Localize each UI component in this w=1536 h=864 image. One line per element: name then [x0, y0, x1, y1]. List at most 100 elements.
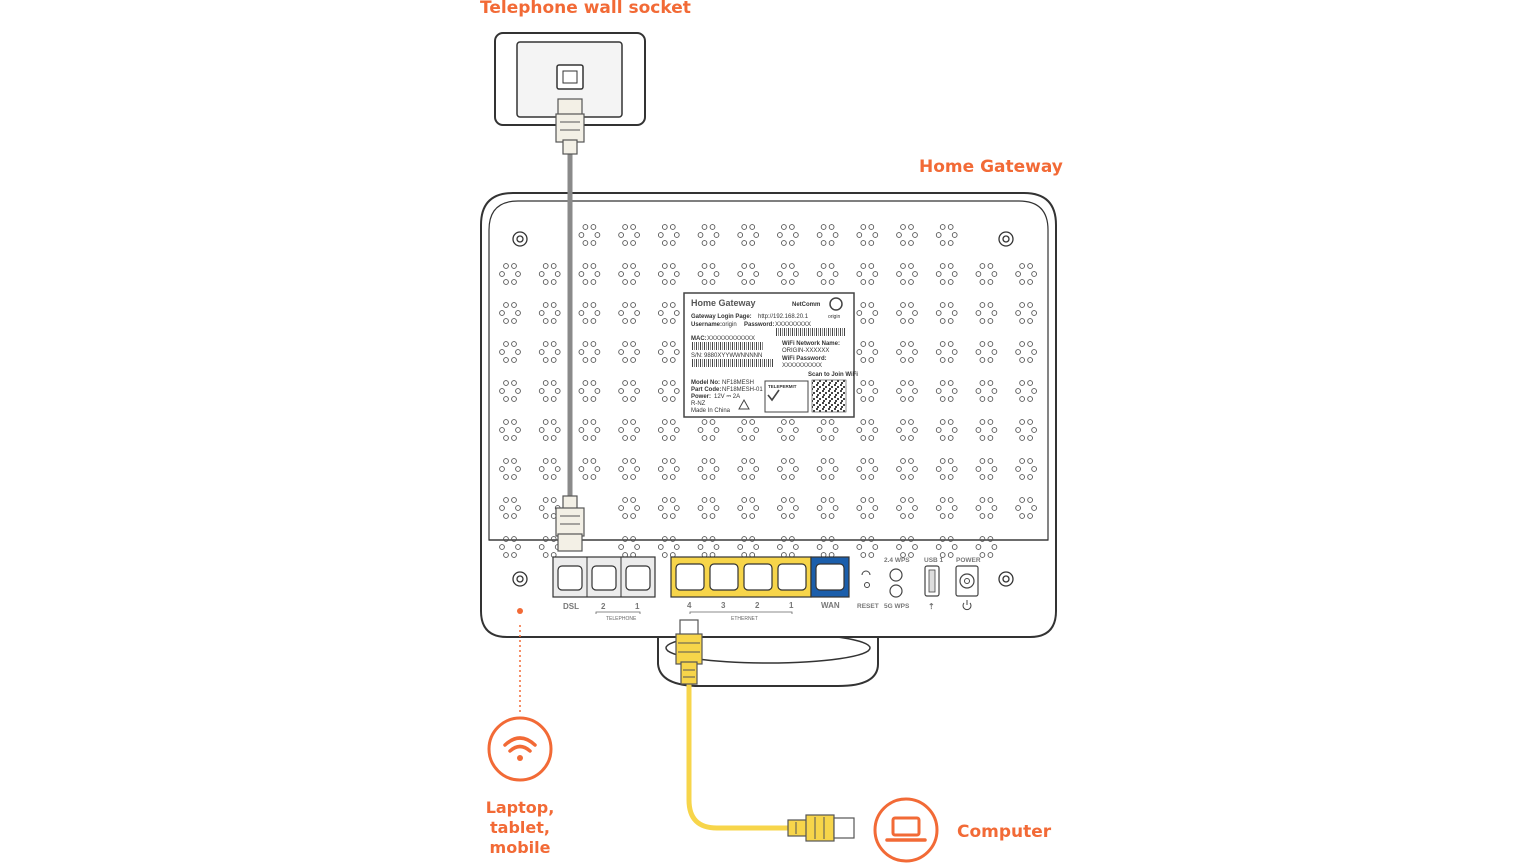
vent-hole	[511, 513, 517, 519]
vent-hole	[661, 497, 668, 503]
vent-hole	[511, 435, 517, 441]
vent-hole	[550, 302, 557, 308]
vent-hole	[697, 427, 704, 433]
vent-hole	[820, 263, 827, 269]
vent-hole	[709, 513, 716, 519]
vent-hole	[872, 349, 879, 355]
vent-hole	[554, 349, 561, 355]
vent-hole	[987, 318, 994, 324]
vent-hole	[622, 263, 628, 269]
vent-hole	[979, 435, 986, 441]
vent-hole	[793, 232, 799, 238]
vent-hole	[947, 263, 954, 269]
vent-hole	[828, 497, 835, 503]
vent-hole	[939, 474, 946, 480]
vent-hole	[542, 263, 549, 269]
vent-hole	[860, 474, 867, 480]
vent-hole	[550, 380, 557, 386]
vent-hole	[673, 427, 680, 433]
vent-hole	[622, 224, 628, 230]
vent-hole	[582, 318, 589, 324]
vent-hole	[868, 513, 875, 519]
vent-hole	[987, 435, 994, 441]
vent-hole	[749, 419, 756, 425]
vent-hole	[975, 427, 982, 433]
vent-hole	[868, 380, 875, 386]
svg-text:XXXXXXXXX: XXXXXXXXX	[775, 322, 811, 328]
vent-hole	[622, 513, 628, 519]
vent-hole	[1031, 310, 1037, 316]
vent-hole	[582, 458, 589, 464]
vent-hole	[538, 310, 545, 316]
vent-hole	[673, 271, 680, 277]
vent-hole	[701, 435, 708, 441]
vent-hole	[793, 466, 799, 472]
label-origin: origin	[828, 314, 840, 320]
vent-hole	[741, 536, 748, 542]
vent-hole	[1019, 318, 1025, 324]
vent-hole	[789, 263, 795, 269]
vent-hole	[630, 474, 636, 480]
vent-hole	[753, 232, 760, 238]
vent-hole	[578, 349, 585, 355]
svg-text:2: 2	[755, 601, 760, 610]
vent-hole	[538, 544, 545, 550]
vent-hole	[860, 497, 867, 503]
vent-hole	[542, 419, 549, 425]
vent-hole	[542, 497, 549, 503]
vent-hole	[661, 513, 668, 519]
ethernet-port-2	[743, 563, 773, 591]
vent-hole	[820, 458, 827, 464]
vent-hole	[542, 552, 549, 558]
vent-hole	[979, 552, 986, 558]
vent-hole	[538, 388, 545, 394]
vent-hole	[503, 458, 509, 464]
vent-hole	[781, 224, 787, 230]
vent-hole	[503, 536, 509, 542]
vent-hole	[900, 302, 906, 308]
vent-hole	[793, 505, 799, 511]
vent-hole	[590, 396, 597, 402]
dsl-port	[557, 565, 583, 591]
vent-hole	[872, 232, 879, 238]
vent-hole	[820, 224, 827, 230]
vent-hole	[908, 458, 914, 464]
vent-hole	[661, 357, 668, 363]
svg-text:9880XYYWWNNNNN: 9880XYYWWNNNNN	[704, 353, 762, 359]
svg-text:NF18MESH: NF18MESH	[722, 380, 754, 386]
telepermit-box	[764, 380, 809, 413]
vent-hole	[582, 396, 589, 402]
vent-hole	[896, 310, 902, 316]
vent-hole	[777, 232, 783, 238]
vent-hole	[868, 552, 875, 558]
vent-hole	[657, 505, 664, 511]
vent-hole	[594, 271, 601, 277]
vent-hole	[590, 263, 597, 269]
vent-hole	[542, 357, 549, 363]
vent-hole	[979, 341, 986, 347]
vent-hole	[1019, 497, 1025, 503]
vent-hole	[872, 310, 879, 316]
vent-hole	[951, 427, 958, 433]
control-buttons: RESET 2.4 WPS 5G WPS USB 1 ⇡ POWER	[857, 557, 981, 611]
vent-hole	[701, 263, 708, 269]
vent-hole	[582, 224, 589, 230]
vent-hole	[1019, 458, 1025, 464]
vent-hole	[554, 427, 561, 433]
vent-hole	[979, 419, 986, 425]
vent-hole	[709, 224, 716, 230]
vent-hole	[908, 552, 914, 558]
vent-hole	[713, 427, 720, 433]
svg-text:RESET: RESET	[857, 603, 879, 610]
svg-text:DSL: DSL	[563, 602, 579, 611]
svg-text:1: 1	[635, 602, 640, 611]
vent-hole	[939, 240, 946, 246]
vent-hole	[749, 263, 756, 269]
vent-hole	[935, 349, 942, 355]
ethernet-port-3	[709, 563, 739, 591]
vent-hole	[860, 458, 867, 464]
vent-hole	[781, 536, 787, 542]
vent-hole	[669, 380, 676, 386]
vent-hole	[511, 302, 517, 308]
vent-hole	[673, 310, 680, 316]
